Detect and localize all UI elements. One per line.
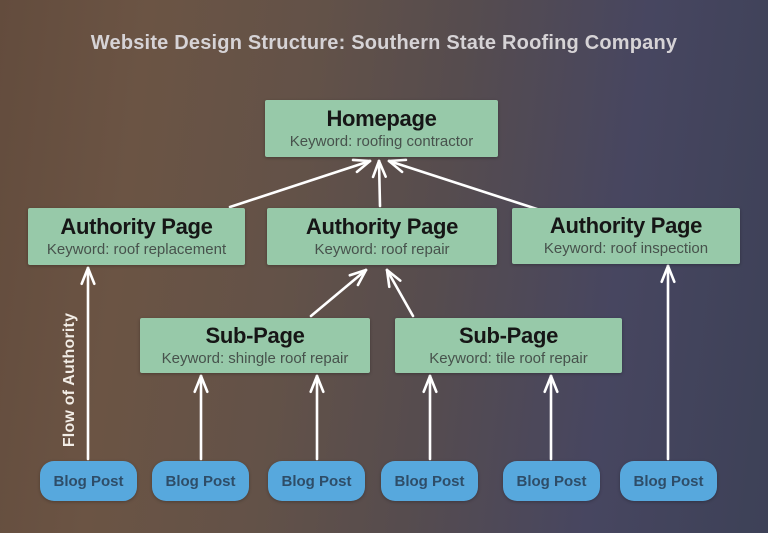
arrow-up-icon <box>193 374 209 461</box>
node-sub-page-1: Sub-Page Keyword: shingle roof repair <box>140 318 370 373</box>
node-authority-page-1: Authority Page Keyword: roof replacement <box>28 208 245 265</box>
arrow-up-icon <box>228 158 372 209</box>
node-keyword: Keyword: shingle roof repair <box>161 349 349 367</box>
node-blog-post-3: Blog Post <box>268 461 365 501</box>
arrow-up-icon <box>422 374 438 461</box>
node-blog-post-6: Blog Post <box>620 461 717 501</box>
node-title: Sub-Page <box>205 322 305 348</box>
flow-of-authority-label: Flow of Authority <box>61 312 78 448</box>
node-keyword: Keyword: roof repair <box>314 240 450 258</box>
arrow-up-icon <box>309 374 325 461</box>
node-keyword: Keyword: roofing contractor <box>289 132 474 150</box>
node-blog-post-4: Blog Post <box>381 461 478 501</box>
node-sub-page-2: Sub-Page Keyword: tile roof repair <box>395 318 622 373</box>
node-authority-page-2: Authority Page Keyword: roof repair <box>267 208 497 265</box>
node-title: Homepage <box>326 105 437 131</box>
node-keyword: Keyword: roof inspection <box>543 240 709 258</box>
arrow-up-icon <box>543 374 559 461</box>
node-title: Authority Page <box>305 213 459 239</box>
node-title: Sub-Page <box>458 322 559 348</box>
arrow-up-icon <box>309 268 368 318</box>
node-blog-post-2: Blog Post <box>152 461 249 501</box>
node-blog-post-5: Blog Post <box>503 461 600 501</box>
node-homepage: Homepage Keyword: roofing contractor <box>265 100 498 157</box>
node-keyword: Keyword: roof replacement <box>46 240 227 258</box>
node-authority-page-3: Authority Page Keyword: roof inspection <box>512 208 740 264</box>
node-title: Authority Page <box>60 213 213 239</box>
arrow-up-icon <box>385 268 415 318</box>
node-keyword: Keyword: tile roof repair <box>429 349 588 367</box>
arrow-up-icon <box>660 264 676 461</box>
node-title: Authority Page <box>549 213 703 239</box>
arrow-up-icon <box>80 266 96 461</box>
page-title: Website Design Structure: Southern State… <box>90 32 678 54</box>
node-blog-post-1: Blog Post <box>40 461 137 501</box>
arrow-up-icon <box>371 159 387 208</box>
arrow-up-icon <box>387 158 545 213</box>
